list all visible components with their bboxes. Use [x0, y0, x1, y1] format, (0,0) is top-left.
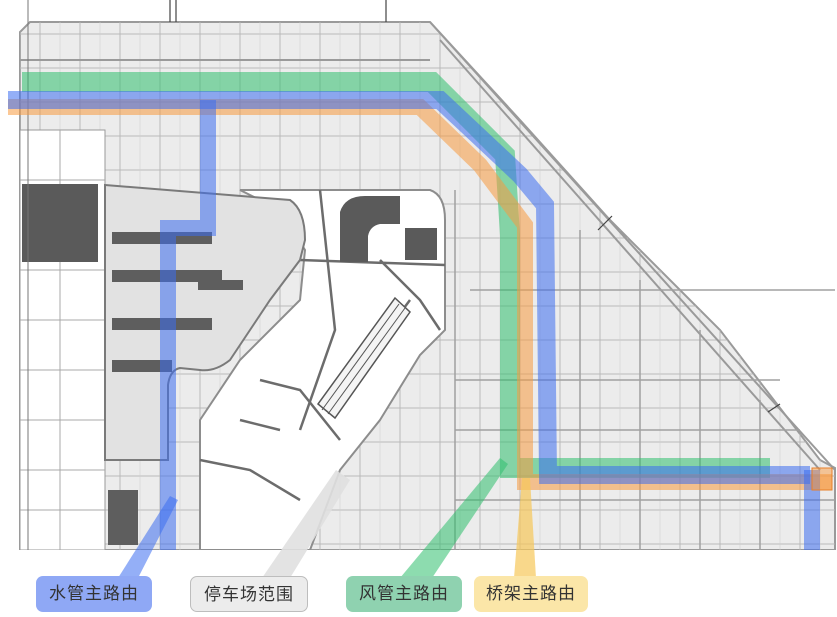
water-pointer: [118, 496, 178, 578]
water-pipe-route: [8, 91, 810, 484]
dark-block-center: [405, 228, 437, 260]
legend-water-pipe: 水管主路由: [36, 576, 152, 612]
dark-block-left: [22, 184, 98, 262]
water-pipe-branch-down: [160, 100, 216, 550]
parking-pointer: [262, 470, 350, 578]
ramp: [316, 296, 411, 420]
legend-air-duct: 风管主路由: [346, 576, 462, 612]
legend-parking-area: 停车场范围: [190, 576, 308, 612]
legend-cable-tray: 桥架主路由: [474, 576, 588, 612]
air-pointer: [400, 458, 508, 578]
outer-edge-lines: [20, 0, 836, 550]
dark-curve-block: [340, 196, 400, 262]
tray-right-end: [811, 467, 833, 491]
central-white-area: [199, 189, 446, 550]
tray-pointer: [514, 478, 536, 578]
